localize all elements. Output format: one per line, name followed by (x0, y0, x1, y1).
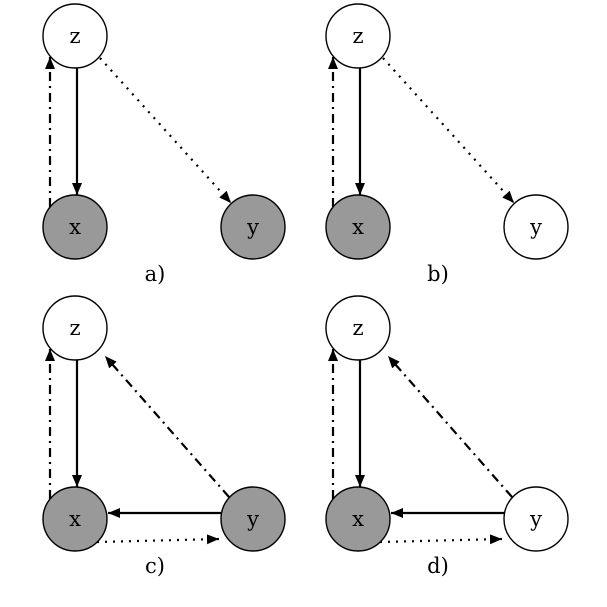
node-x-observed (325, 194, 391, 260)
node-y-observed (220, 486, 286, 552)
node-label-x: x (69, 507, 81, 531)
node-label-z: z (352, 316, 363, 340)
node-z-latent (42, 295, 108, 361)
node-x-observed (325, 486, 391, 552)
panel-b: z x y b) (325, 3, 569, 286)
panel-label: d) (427, 554, 449, 578)
node-y-latent (503, 486, 569, 552)
node-z-latent (325, 3, 391, 69)
panel-c: z x y c) (42, 295, 286, 578)
node-z-latent (42, 3, 108, 69)
node-label-z: z (69, 24, 80, 48)
node-label-y: y (246, 215, 259, 239)
panel-d: z x y d) (325, 295, 569, 578)
edge-z-to-y-dotted (99, 57, 232, 204)
panel-label: b) (427, 262, 449, 286)
node-label-x: x (69, 215, 81, 239)
panel-label: c) (145, 554, 165, 578)
node-label-y: y (529, 507, 542, 531)
node-label-z: z (352, 24, 363, 48)
node-z-latent (325, 295, 391, 361)
panel-a: z x y a) (42, 3, 286, 286)
node-x-observed (42, 486, 108, 552)
edge-x-to-y-dotted (96, 534, 220, 545)
node-label-x: x (352, 507, 364, 531)
edge-x-to-y-dotted (379, 534, 503, 545)
node-y-observed (220, 194, 286, 260)
node-label-z: z (69, 316, 80, 340)
edge-y-to-z-dashdot (104, 355, 230, 498)
node-x-observed (42, 194, 108, 260)
edge-y-to-z-dashdot (387, 355, 513, 498)
edge-z-to-y-dotted (382, 57, 515, 204)
panel-label: a) (145, 262, 166, 286)
node-y-latent (503, 194, 569, 260)
node-label-x: x (352, 215, 364, 239)
node-label-y: y (246, 507, 259, 531)
node-label-y: y (529, 215, 542, 239)
